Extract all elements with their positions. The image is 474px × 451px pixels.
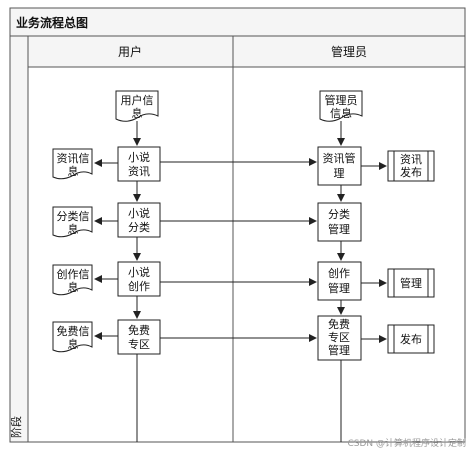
watermark: CSDN @计算机程序设计定制 — [347, 437, 466, 449]
process-creation-management: 创作 管理 — [317, 261, 362, 301]
doc-user-info-l1: 用户信 — [121, 93, 154, 107]
lane-header-row — [27, 35, 466, 68]
process-free-zone-management-l2: 专区 — [328, 330, 350, 344]
doc-creation-info-l1: 创作信 — [57, 268, 90, 281]
box-publish-l1: 发布 — [400, 332, 422, 346]
box-publish: 发布 — [387, 324, 435, 354]
process-free-zone: 免费 专区 — [117, 319, 161, 355]
diagram-title: 业务流程总图 — [16, 15, 88, 30]
process-free-zone-l2: 专区 — [128, 337, 150, 351]
phase-label: 阶段 — [9, 416, 23, 438]
doc-admin-info-l2: 信息 — [330, 106, 352, 120]
process-creation-management-l2: 管理 — [328, 281, 350, 295]
title-bar — [9, 7, 466, 37]
doc-free-info-l1: 免费信 — [57, 324, 90, 338]
process-free-zone-management: 免费 专区 管理 — [317, 315, 362, 361]
process-novel-creation-l2: 创作 — [128, 280, 150, 293]
process-free-zone-management-l3: 管理 — [328, 343, 350, 357]
box-management: 管理 — [387, 268, 435, 298]
doc-free-info-l2: 息 — [68, 337, 79, 351]
process-novel-news: 小说 资讯 — [117, 146, 161, 182]
process-novel-creation: 小说 创作 — [117, 261, 161, 297]
box-management-l1: 管理 — [400, 276, 422, 290]
doc-creation-info-l2: 息 — [68, 280, 79, 294]
process-news-management-l1: 资讯管 — [323, 151, 356, 165]
process-category-management-l2: 管理 — [328, 222, 350, 236]
process-novel-category-l1: 小说 — [128, 206, 150, 220]
doc-category-info-l1: 分类信 — [57, 209, 90, 223]
doc-news-info: 资讯信 息 — [52, 148, 93, 180]
process-novel-creation-l1: 小说 — [128, 265, 150, 279]
connectors — [94, 121, 387, 442]
process-category-management-l1: 分类 — [328, 207, 350, 221]
doc-news-info-l1: 资讯信 — [57, 152, 90, 165]
box-news-publish: 资讯 发布 — [387, 150, 435, 182]
process-creation-management-l1: 创作 — [328, 267, 350, 280]
process-news-management-l2: 理 — [334, 167, 345, 180]
process-category-management: 分类 管理 — [317, 202, 362, 242]
doc-category-info: 分类信 息 — [52, 206, 93, 238]
process-novel-category: 小说 分类 — [117, 202, 161, 238]
lane-header-admin: 管理员 — [331, 44, 367, 59]
process-novel-news-l2: 资讯 — [128, 165, 150, 178]
phase-column — [9, 35, 29, 443]
doc-category-info-l2: 息 — [68, 222, 79, 236]
box-news-publish-l1: 资讯 — [400, 153, 422, 166]
doc-news-info-l2: 息 — [68, 164, 79, 178]
process-novel-category-l2: 分类 — [128, 220, 150, 234]
lane-header-user: 用户 — [118, 44, 142, 59]
doc-admin-info: 管理员 信息 — [319, 90, 363, 122]
doc-creation-info: 创作信 息 — [52, 264, 93, 296]
process-novel-news-l1: 小说 — [128, 150, 150, 164]
process-free-zone-management-l1: 免费 — [328, 317, 350, 331]
box-news-publish-l2: 发布 — [400, 165, 422, 179]
doc-free-info: 免费信 息 — [52, 321, 93, 353]
doc-user-info: 用户信 息 — [115, 90, 159, 122]
process-free-zone-l1: 免费 — [128, 323, 150, 337]
doc-admin-info-l1: 管理员 — [325, 93, 358, 107]
process-news-management: 资讯管 理 — [317, 146, 362, 186]
doc-user-info-l2: 息 — [132, 106, 143, 120]
